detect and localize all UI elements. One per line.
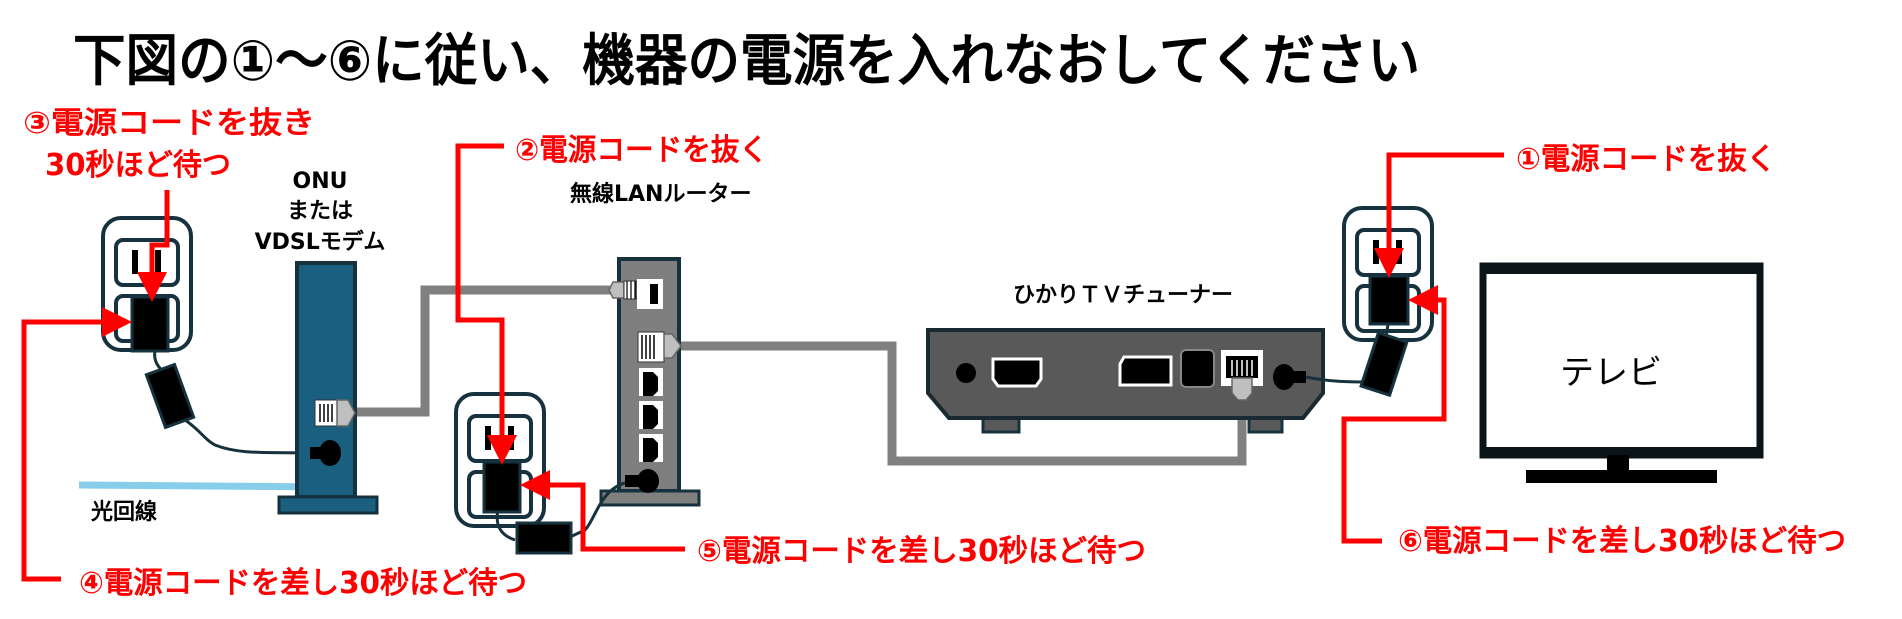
power-plug-router[interactable] — [482, 460, 522, 514]
step3-label-line1: ③電源コードを抜き — [23, 106, 315, 141]
lan-plug-router-lan — [663, 333, 682, 359]
step2-arrow — [455, 143, 517, 465]
power-plug-tuner[interactable] — [1368, 274, 1410, 326]
onu-lan-port — [314, 399, 338, 427]
onu-label-1: ONU — [293, 169, 348, 194]
tuner-optical-port — [1180, 349, 1215, 388]
step1-arrow — [1374, 152, 1504, 278]
tuner-hdmi-out — [991, 357, 1043, 388]
onu-label-3: VDSLモデム — [255, 229, 386, 255]
step1-label: ①電源コードを抜く — [1516, 142, 1776, 177]
page-title: 下図の①～⑥に従い、機器の電源を入れなおしてください — [73, 29, 1420, 94]
tuner-label: ひかりＴＶチューナー — [1013, 283, 1233, 308]
step4-arrow — [21, 307, 132, 582]
onu-router-cable — [352, 285, 613, 417]
step3-arrow — [137, 190, 170, 302]
tuner-hdmi-2 — [1118, 355, 1173, 387]
lan-plug-tuner — [1231, 377, 1253, 401]
step6-label: ⑥電源コードを差し30秒ほど待つ — [1398, 524, 1846, 559]
router-label: 無線LANルーター — [570, 181, 751, 207]
onu-label-2: または — [287, 199, 353, 224]
tuner-jack — [956, 363, 976, 383]
ac-adapter-onu — [144, 362, 196, 430]
onu-base — [277, 495, 379, 515]
router-base — [599, 489, 701, 507]
router-lan-ports — [639, 368, 663, 462]
tv-stand — [1526, 470, 1717, 483]
lan-plug-router-wan — [626, 281, 636, 299]
step5-label: ⑤電源コードを差し30秒ほど待つ — [697, 534, 1146, 569]
tv-label: テレビ — [1560, 353, 1662, 393]
step3-label-line2: 30秒ほど待つ — [45, 148, 231, 183]
step2-label: ②電源コードを抜く — [515, 133, 768, 168]
fiber-line — [78, 481, 328, 491]
power-plug-onu[interactable] — [130, 295, 170, 353]
tv-screen — [1479, 262, 1764, 459]
ac-adapter-router — [515, 521, 573, 555]
step4-label: ④電源コードを差し30秒ほど待つ — [79, 566, 527, 601]
step6-arrow — [1341, 285, 1447, 544]
ac-adapter-tuner — [1359, 330, 1409, 398]
router-tuner-cable — [679, 341, 1247, 466]
step5-arrow — [520, 470, 685, 552]
fiber-label: 光回線 — [90, 499, 157, 525]
lan-plug-onu — [336, 399, 356, 427]
